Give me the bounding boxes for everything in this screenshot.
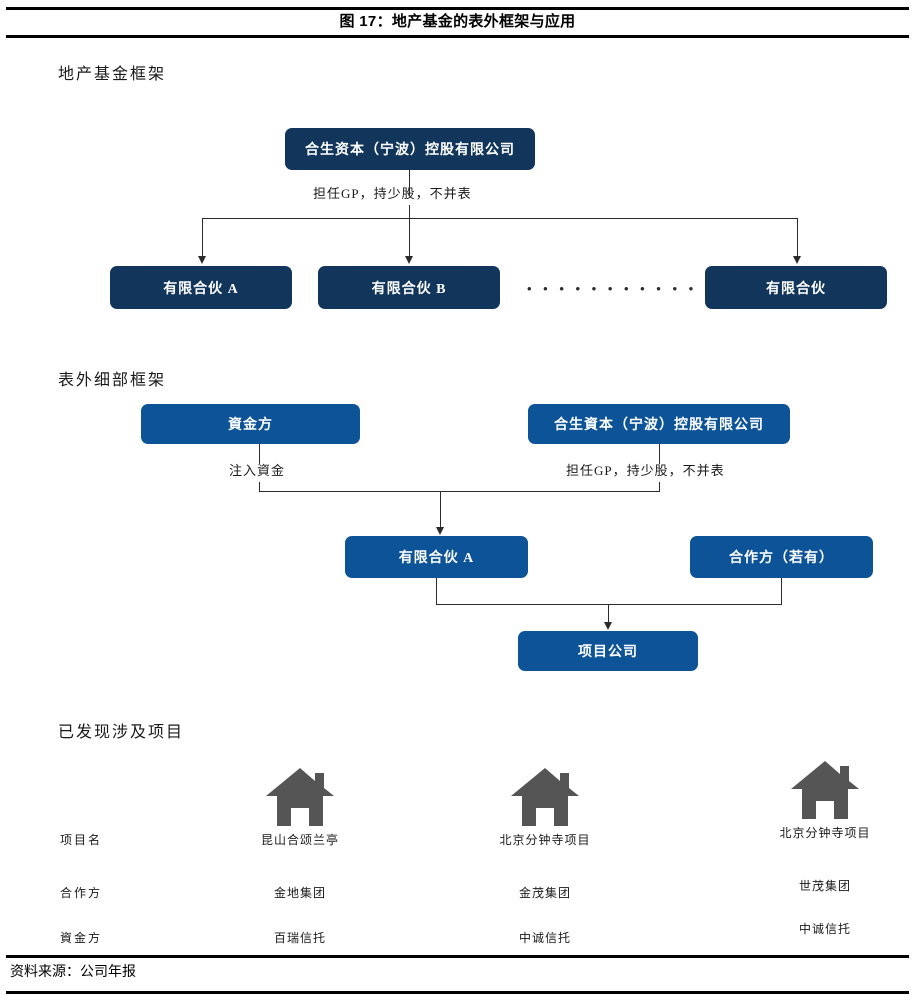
diagram2-merge-drop xyxy=(440,491,441,529)
diagram2-node-hesheng[interactable]: 合生資本（宁波）控股有限公司 xyxy=(528,404,790,444)
house-icon xyxy=(266,768,334,826)
project-row-label-name: 项目名 xyxy=(60,833,103,847)
diagram1-drop-b xyxy=(409,218,410,258)
diagram2-lp-drop xyxy=(436,578,437,604)
diagram2-bottom-bus xyxy=(436,604,782,605)
diagram1-arrow-b xyxy=(405,256,413,264)
diagram2-node-funder[interactable]: 資金方 xyxy=(141,404,360,444)
table-cell-funder: 百瑞信托 xyxy=(273,931,327,945)
footer-rule-top xyxy=(6,955,909,958)
diagram1-bus xyxy=(202,218,798,219)
project-row-label-funder: 資金方 xyxy=(60,931,103,945)
section-caption-fund-framework: 地产基金框架 xyxy=(58,66,167,83)
diagram2-bottom-drop xyxy=(608,604,609,624)
section-caption-projects: 已发现涉及项目 xyxy=(58,724,185,741)
diagram1-arrow-c xyxy=(793,256,801,264)
diagram2-merge-bus xyxy=(259,491,660,492)
table-cell-partner: 世茂集团 xyxy=(798,879,852,893)
diagram2-partner-drop xyxy=(781,578,782,604)
diagram2-right-edge-label: 担任GP，持少股，不并表 xyxy=(566,463,725,478)
table-cell-funder: 中诚信托 xyxy=(798,922,852,936)
diagram1-drop-a xyxy=(202,218,203,258)
table-cell-project-name: 昆山合颂兰亭 xyxy=(260,833,340,847)
house-icon xyxy=(511,768,579,826)
diagram2-right-stem-lower xyxy=(659,482,660,491)
house-icon xyxy=(791,761,859,819)
diagram2-right-stem-upper xyxy=(659,444,660,464)
page-title: 图 17：地产基金的表外框架与应用 xyxy=(339,13,576,30)
diagram1-ellipsis: • • • • • • • • • • • • • • xyxy=(527,281,746,296)
diagram1-drop-c xyxy=(797,218,798,258)
diagram1-stem-upper xyxy=(409,170,410,196)
diagram1-edge-label: 担任GP，持少股，不并表 xyxy=(313,186,472,201)
footer-rule-bottom xyxy=(6,991,909,994)
header-rule-top xyxy=(6,7,909,10)
diagram1-top-node[interactable]: 合生资本（宁波）控股有限公司 xyxy=(285,128,535,170)
section-caption-offbalance: 表外细部框架 xyxy=(58,372,167,389)
diagram1-node-lp-b[interactable]: 有限合伙 B xyxy=(318,266,500,309)
diagram2-left-edge-label: 注入資金 xyxy=(229,463,286,478)
diagram2-left-stem-lower xyxy=(259,482,260,491)
table-cell-funder: 中诚信托 xyxy=(518,931,572,945)
diagram1-node-lp-a[interactable]: 有限合伙 A xyxy=(110,266,292,309)
diagram1-stem-lower xyxy=(409,205,410,219)
table-cell-project-name: 北京分钟寺项目 xyxy=(779,826,871,840)
table-cell-project-name: 北京分钟寺项目 xyxy=(499,833,591,847)
diagram2-left-stem-upper xyxy=(259,444,260,464)
diagram2-node-project-company[interactable]: 项目公司 xyxy=(518,631,698,671)
diagram1-arrow-a xyxy=(198,256,206,264)
source-note: 资料来源：公司年报 xyxy=(10,963,136,979)
project-row-label-partner: 合作方 xyxy=(60,886,103,900)
diagram2-bottom-arrow xyxy=(604,622,612,630)
diagram2-node-partner[interactable]: 合作方（若有） xyxy=(690,536,873,578)
header-rule-bottom xyxy=(6,35,909,38)
table-cell-partner: 金地集团 xyxy=(273,886,327,900)
diagram1-node-lp-n[interactable]: 有限合伙 xyxy=(705,266,887,309)
diagram2-merge-arrow xyxy=(436,527,444,535)
table-cell-partner: 金茂集团 xyxy=(518,886,572,900)
diagram2-node-lp-a[interactable]: 有限合伙 A xyxy=(345,536,528,578)
